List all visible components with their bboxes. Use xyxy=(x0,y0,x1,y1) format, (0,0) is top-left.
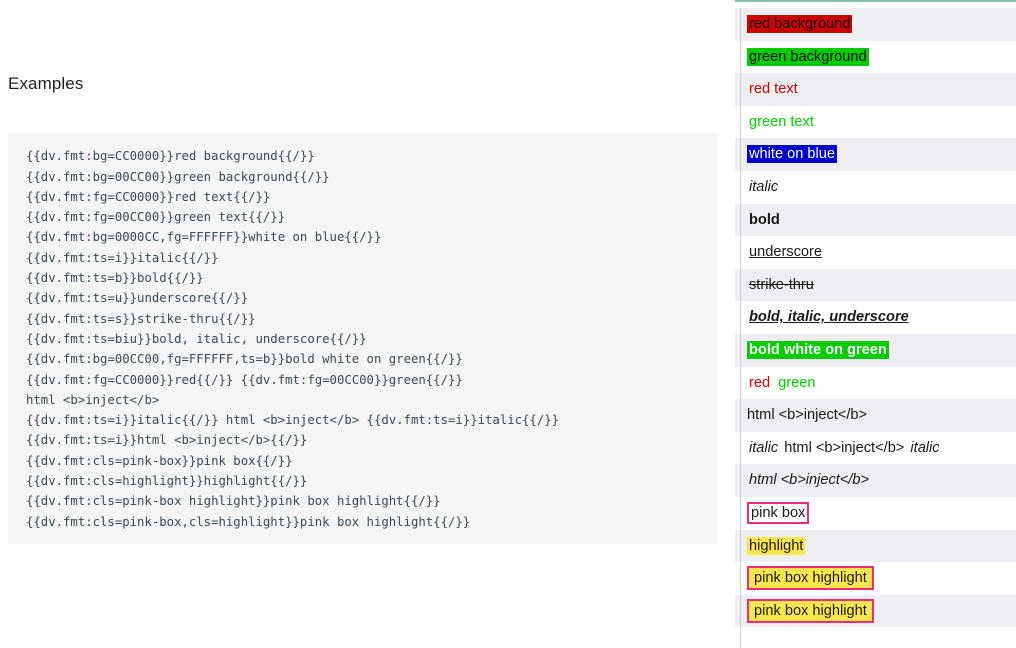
code-line: {{dv.fmt:cls=highlight}}highlight{{/}} xyxy=(26,474,308,489)
preview-row-red-background: red background xyxy=(735,8,1016,41)
code-block: {{dv.fmt:bg=CC0000}}red background{{/}} … xyxy=(8,134,717,544)
documentation-pane: Examples {{dv.fmt:bg=CC0000}}red backgro… xyxy=(8,74,717,544)
preview-fragment: green text xyxy=(749,113,814,130)
preview-row-strike-thru: strike-thru xyxy=(735,268,1016,302)
preview-row-pink-box-highlight-space: pink box highlight xyxy=(735,562,1016,595)
preview-pane: red background green background red text gr… xyxy=(735,0,1016,648)
code-line: {{dv.fmt:ts=biu}}bold, italic, underscor… xyxy=(26,331,367,346)
preview-row-pink-box: pink box xyxy=(735,497,1016,530)
preview-fragment: bold white on green xyxy=(747,340,889,359)
preview-row-html-inject: html <b>inject</b> xyxy=(735,399,1016,432)
preview-row-italic-html-inject: html <b>inject</b> xyxy=(735,464,1016,497)
preview-fragment: green background xyxy=(747,47,869,66)
preview-fragment: bold, italic, underscore xyxy=(749,309,909,326)
preview-fragment: strike-thru xyxy=(749,276,814,293)
preview-fragment: red text xyxy=(749,81,798,98)
preview-fragment: underscore xyxy=(749,244,823,261)
code-line: {{dv.fmt:ts=b}}bold{{/}} xyxy=(26,271,204,286)
preview-fragment: italic xyxy=(749,178,779,195)
preview-row-green-text: green text xyxy=(735,106,1016,139)
preview-fragment: green xyxy=(778,374,816,391)
preview-row-bold: bold xyxy=(735,203,1016,237)
code-line: {{dv.fmt:ts=i}}html <b>inject</b>{{/}} xyxy=(26,433,308,448)
preview-row-italic-html-inject-italic: italic html <b>inject</b> italic xyxy=(735,432,1016,465)
code-line: {{dv.fmt:bg=00CC00,fg=FFFFFF,ts=b}}bold … xyxy=(26,352,463,367)
preview-fragment: highlight xyxy=(747,536,806,555)
code-line: {{dv.fmt:cls=pink-box highlight}}pink bo… xyxy=(26,494,441,509)
preview-row-pink-box-highlight-comma: pink box highlight xyxy=(735,594,1016,628)
code-line: {{dv.fmt:fg=CC0000}}red{{/}} {{dv.fmt:fg… xyxy=(26,372,463,387)
preview-fragment: italic xyxy=(910,439,940,456)
preview-row-bold-white-on-green: bold white on green xyxy=(735,333,1016,367)
preview-fragment: html <b>inject</b> xyxy=(749,472,870,489)
preview-fragment: italic xyxy=(749,439,779,456)
code-line: html <b>inject</b> xyxy=(26,392,160,407)
preview-row-green-background: green background xyxy=(735,41,1016,74)
code-line: {{dv.fmt:bg=0000CC,fg=FFFFFF}}white on b… xyxy=(26,230,382,245)
code-line: {{dv.fmt:fg=00CC00}}green text{{/}} xyxy=(26,210,286,225)
preview-fragment: bold xyxy=(749,211,780,228)
preview-row-red-green: red green xyxy=(735,367,1016,400)
top-accent-rule xyxy=(735,0,1016,2)
gutter-rule xyxy=(740,8,741,648)
code-line: {{dv.fmt:bg=00CC00}}green background{{/}… xyxy=(26,169,330,184)
code-line: {{dv.fmt:ts=i}}italic{{/}} xyxy=(26,250,219,265)
code-line: {{dv.fmt:cls=pink-box}}pink box{{/}} xyxy=(26,453,293,468)
preview-row-bold-italic-underscore: bold, italic, underscore xyxy=(735,301,1016,334)
preview-fragment: pink box xyxy=(747,501,810,524)
page-title: Examples xyxy=(8,74,84,93)
code-line: {{dv.fmt:ts=s}}strike-thru{{/}} xyxy=(26,311,256,326)
preview-fragment: pink box highlight xyxy=(747,566,874,591)
code-line: {{dv.fmt:cls=pink-box,cls=highlight}}pin… xyxy=(26,514,471,529)
code-line: {{dv.fmt:bg=CC0000}}red background{{/}} xyxy=(26,149,315,164)
preview-fragment: red xyxy=(749,374,771,391)
preview-result-list: red background green background red text gr… xyxy=(735,8,1016,628)
code-line: {{dv.fmt:ts=u}}underscore{{/}} xyxy=(26,291,249,306)
preview-row-highlight: highlight xyxy=(735,529,1016,563)
preview-row-white-on-blue: white on blue xyxy=(735,138,1016,171)
preview-fragment: pink box highlight xyxy=(747,598,874,623)
preview-fragment: white on blue xyxy=(747,145,838,164)
code-line: {{dv.fmt:ts=i}}italic{{/}} html <b>injec… xyxy=(26,413,560,428)
preview-row-underscore: underscore xyxy=(735,236,1016,269)
code-line: {{dv.fmt:fg=CC0000}}red text{{/}} xyxy=(26,189,271,204)
preview-row-italic: italic xyxy=(735,171,1016,204)
preview-fragment: html <b>inject</b> xyxy=(747,407,868,424)
preview-fragment: html <b>inject</b> xyxy=(780,439,909,456)
preview-row-red-text: red text xyxy=(735,73,1016,106)
preview-fragment: red background xyxy=(747,15,853,33)
